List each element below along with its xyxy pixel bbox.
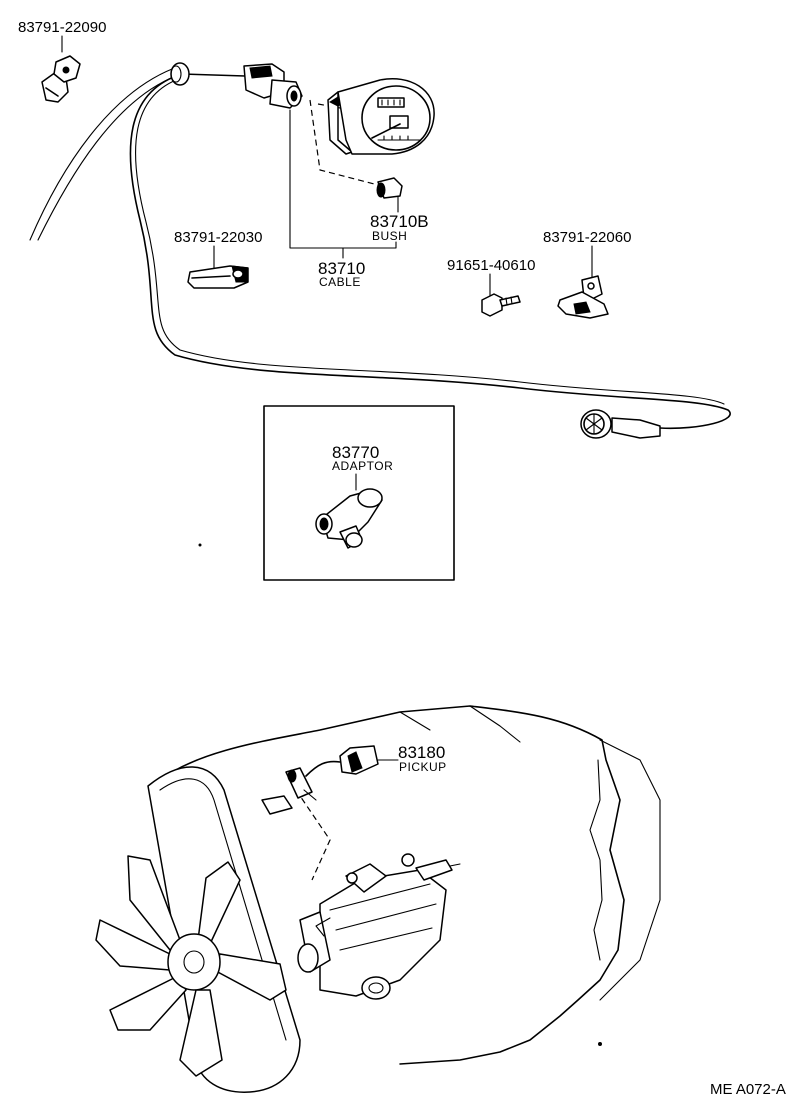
- cable-main-inner: [135, 79, 725, 405]
- pickup-number: 83180: [398, 743, 445, 762]
- adaptor-drawing: [315, 488, 383, 549]
- cable-main-outer: [129, 73, 731, 430]
- cable-transmission-connector: [580, 409, 661, 439]
- clip-right-number: 83791-22060: [543, 229, 631, 246]
- diagram-code: ME A072-A: [710, 1081, 786, 1098]
- adaptor-name: ADAPTOR: [332, 459, 393, 473]
- speedometer-drawing: [327, 78, 435, 155]
- adaptor-box: [263, 405, 455, 581]
- bush-drawing: [376, 177, 403, 199]
- clip-right-drawing: [557, 275, 609, 319]
- clip-middle-drawing: [187, 265, 249, 289]
- cable-name: CABLE: [319, 275, 361, 289]
- pickup-drawing: [285, 745, 379, 801]
- engine-bracket: [261, 795, 293, 815]
- adaptor-number: 83770: [332, 443, 379, 462]
- clip-top-left-drawing: [41, 55, 81, 103]
- engine-drawing: [95, 705, 661, 1093]
- bush-name: BUSH: [372, 229, 407, 243]
- fan-icon: [95, 855, 287, 1077]
- bolt-number: 91651-40610: [447, 257, 535, 274]
- cable-number: 83710: [318, 259, 365, 278]
- bush-number: 83710B: [370, 212, 429, 231]
- clip-top-left-number: 83791-22090: [18, 19, 106, 36]
- injection-pump: [297, 853, 461, 1000]
- cable-grommet: [170, 62, 190, 86]
- dash-pickup-to-pump: [295, 789, 331, 881]
- bolt-drawing: [481, 293, 521, 317]
- cable-meter-connector: [243, 63, 303, 109]
- pickup-name: PICKUP: [399, 760, 447, 774]
- clip-middle-number: 83791-22030: [174, 229, 262, 246]
- cable-background-line: [29, 65, 181, 241]
- dash-bush-to-meter: [309, 99, 383, 187]
